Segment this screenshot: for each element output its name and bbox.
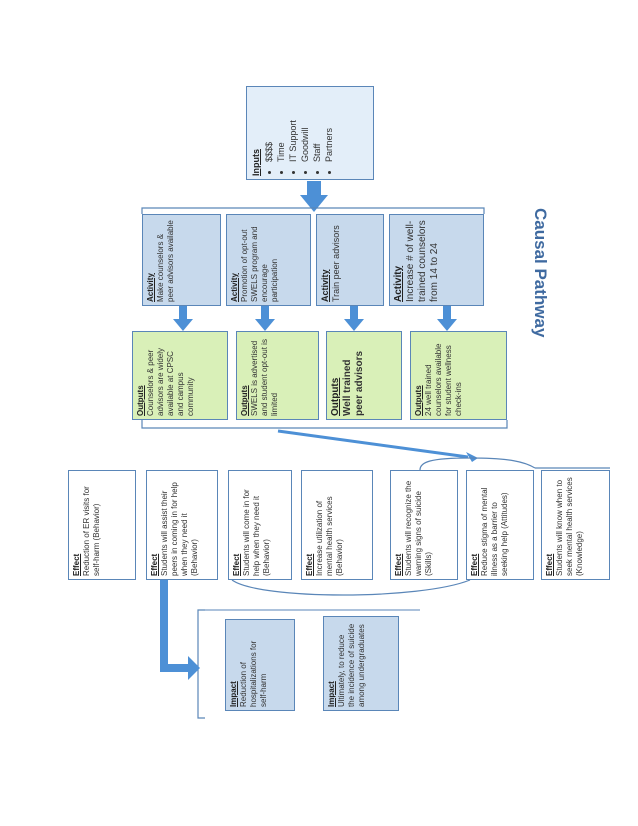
inputs-item: $$$$ bbox=[263, 92, 275, 162]
effect-box-er-visits: Effect Reduction of ER visits for self-h… bbox=[68, 470, 136, 580]
effects-bottom-brace bbox=[231, 579, 471, 596]
outputs-to-effects-arrow bbox=[277, 429, 478, 462]
effect-box-utilization: Effect Increase utilization of mental he… bbox=[301, 470, 373, 580]
effect-box-knowledge: Effect Students will know when to seek m… bbox=[541, 470, 610, 580]
inputs-title: Inputs bbox=[251, 149, 261, 176]
effect-box-skills: Effect Students will recognize the warni… bbox=[390, 470, 458, 580]
inputs-item: Partners bbox=[323, 92, 335, 162]
inputs-arrow bbox=[300, 181, 328, 212]
activity-output-arrows bbox=[173, 305, 457, 331]
page-title: Causal Pathway bbox=[531, 208, 550, 338]
effect-box-attitudes: Effect Reduce stigma of mental illness a… bbox=[466, 470, 534, 580]
effects-to-impact-arrow bbox=[160, 578, 200, 680]
activity-box-swels: Activity Promotion of opt-out SWELS prog… bbox=[226, 214, 311, 306]
activity-box-peer-advisors: Activity Train peer advisors bbox=[316, 214, 384, 306]
activity-bracket bbox=[141, 207, 485, 214]
outputs-box-counselors: Outputs 24 well trained counselors avail… bbox=[410, 331, 507, 420]
impact-box-suicide: Impact Ultimately, to reduce the inciden… bbox=[323, 616, 399, 711]
inputs-list: $$$$ Time IT Support Goodwill Staff Part… bbox=[263, 92, 335, 176]
effects-top-brace bbox=[419, 457, 536, 471]
outputs-box-swels: Outputs SWELS is advertised and student … bbox=[236, 331, 319, 420]
impact-box-hospitalizations: Impact Reduction of hospitalizations for… bbox=[225, 619, 295, 711]
outputs-box-availability: Outputs Counselors & peer advisors are w… bbox=[132, 331, 228, 420]
inputs-box: Inputs $$$$ Time IT Support Goodwill Sta… bbox=[246, 86, 374, 180]
inputs-item: IT Support bbox=[287, 92, 299, 162]
outputs-box-peer-advisors: Outputs Well trained peer advisors bbox=[326, 331, 402, 420]
effect-box-come-in: Effect Students will come in for help wh… bbox=[228, 470, 292, 580]
inputs-item: Time bbox=[275, 92, 287, 162]
activity-box-availability: Activity Make counselors & peer advisors… bbox=[142, 214, 221, 306]
inputs-item: Goodwill bbox=[299, 92, 311, 162]
outputs-bracket bbox=[141, 420, 508, 429]
impact-bracket bbox=[197, 609, 205, 719]
effect-box-assist-peers: Effect Students will assist their peers … bbox=[146, 470, 218, 580]
activity-box-counselors: Activity Increase # of well-trained coun… bbox=[389, 214, 484, 306]
inputs-item: Staff bbox=[311, 92, 323, 162]
